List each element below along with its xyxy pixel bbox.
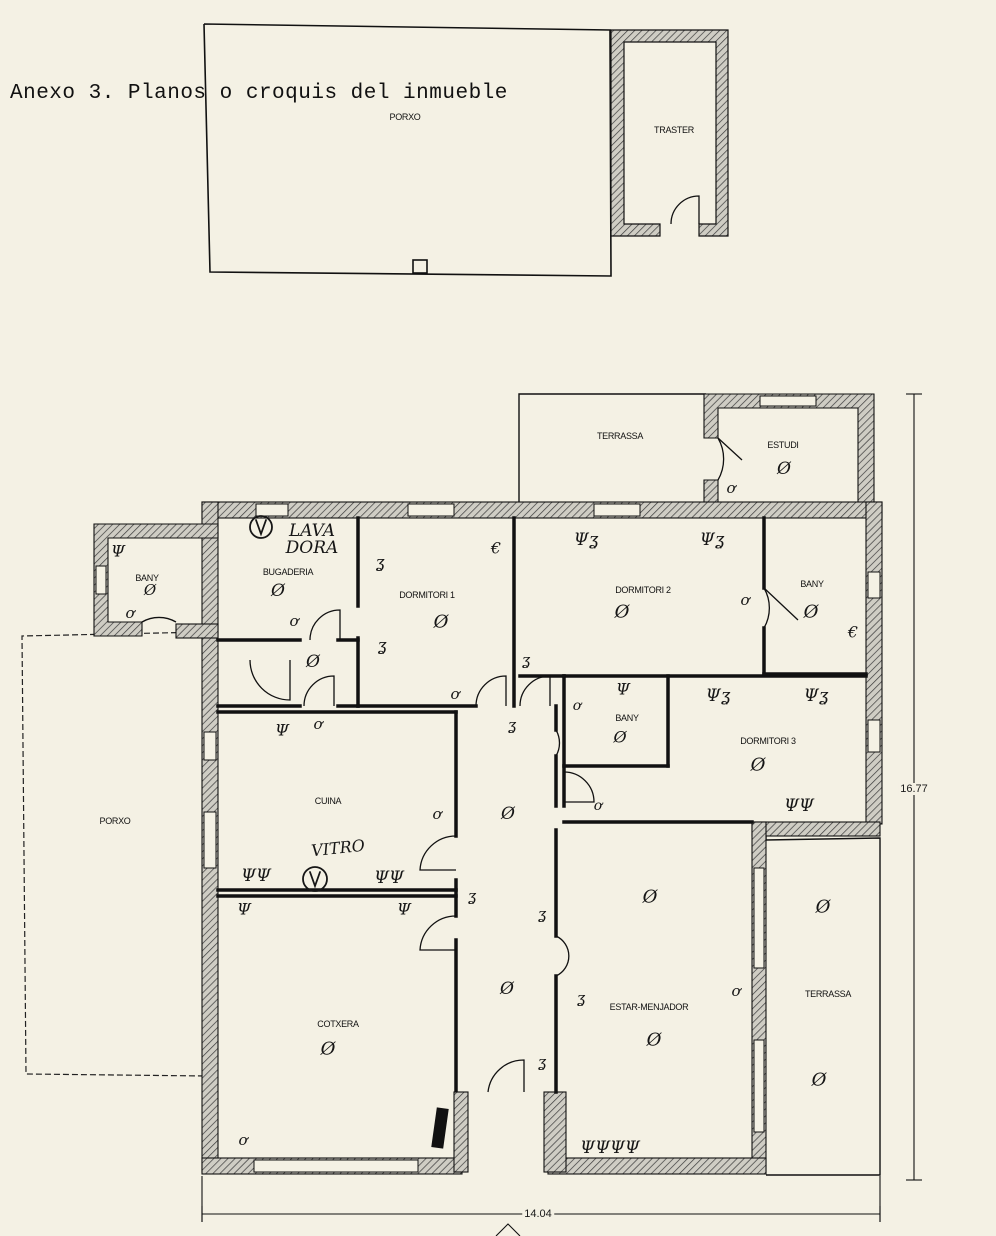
water-point-icon: ΨΨ (241, 866, 271, 886)
label-bany-right: BANY (800, 579, 824, 589)
porch-top-outline (203, 23, 612, 277)
label-bany-left: BANY (135, 573, 159, 583)
socket-mark-icon: ơ (289, 612, 299, 630)
socket-mark-icon: € (847, 622, 859, 642)
light-point-icon: Ø (306, 652, 320, 672)
water-point-icon: Ψ (110, 541, 126, 561)
socket-mark-icon: ʓ (537, 905, 547, 923)
water-point-icon: Ψ (274, 720, 290, 740)
socket-mark-icon: ơ (125, 604, 135, 622)
annotation-lavadora: LAVA DORA (285, 521, 339, 558)
door-swings (141, 437, 799, 1093)
water-point-icon: ΨΨΨΨ (580, 1138, 640, 1158)
terrace-right-outline (765, 826, 881, 1176)
water-point-icon: Ψʓ (705, 686, 731, 706)
label-cuina: CUINA (314, 796, 342, 806)
terrace-top-outline (518, 393, 706, 502)
light-point-icon: Ø (750, 754, 766, 776)
water-point-icon: Ψ (615, 679, 631, 699)
socket-mark-icon: ơ (731, 982, 741, 1000)
water-point-icon: Ψʓ (803, 686, 829, 706)
label-estar-menjador: ESTAR-MENJADOR (609, 1002, 689, 1012)
socket-mark-icon: ʓ (467, 887, 477, 905)
light-point-icon: Ø (803, 601, 819, 623)
label-terrassa-top: TERRASSA (596, 431, 644, 441)
label-bany-center: BANY (615, 713, 639, 723)
dimension-width: 14.04 (522, 1208, 554, 1220)
light-point-icon: Ø (433, 611, 449, 633)
porch-left-outline (21, 631, 207, 1077)
water-point-icon: Ψ (396, 899, 412, 919)
socket-mark-icon: ʓ (507, 716, 517, 734)
water-point-icon: ΨΨ (374, 868, 404, 888)
handwritten-symbols (249, 515, 328, 892)
label-dormitori-1: DORMITORI 1 (399, 590, 455, 600)
label-porxo-top: PORXO (389, 112, 421, 122)
windows (95, 395, 881, 1173)
socket-mark-icon: ʓ (375, 552, 385, 572)
water-point-icon: Ψʓ (573, 530, 599, 550)
light-point-icon: Ø (614, 601, 630, 623)
light-point-icon: Ø (500, 979, 514, 999)
light-point-icon: Ø (811, 1069, 827, 1091)
socket-mark-icon: € (490, 538, 502, 558)
label-traster: TRASTER (654, 125, 694, 135)
socket-mark-icon: ơ (726, 479, 736, 497)
storage-room-walls (610, 29, 729, 237)
socket-mark-icon: ʓ (537, 1053, 547, 1071)
light-point-icon: Ø (642, 886, 658, 908)
socket-mark-icon: ơ (432, 805, 442, 823)
entry-appliance (431, 1107, 449, 1149)
dimension-height: 16.77 (898, 783, 930, 795)
socket-mark-icon: ʓ (377, 635, 387, 655)
label-dormitori-3: DORMITORI 3 (740, 736, 796, 746)
socket-mark-icon: ơ (572, 698, 582, 714)
water-point-icon: Ψ (236, 899, 252, 919)
water-point-icon: ΨΨ (784, 796, 814, 816)
light-point-icon: Ø (143, 581, 157, 599)
label-bugaderia: BUGADERIA (262, 567, 314, 577)
light-point-icon: Ø (501, 804, 515, 824)
light-point-icon: Ø (646, 1029, 662, 1051)
label-porxo-left: PORXO (99, 816, 131, 826)
water-point-icon: Ψʓ (699, 530, 725, 550)
label-estudi: ESTUDI (767, 440, 799, 450)
light-point-icon: Ø (777, 459, 791, 479)
socket-mark-icon: ơ (740, 591, 750, 609)
socket-mark-icon: ơ (238, 1131, 248, 1149)
light-point-icon: Ø (815, 896, 831, 918)
light-point-icon: Ø (271, 581, 285, 601)
page-heading: Anexo 3. Planos o croquis del inmueble (10, 82, 508, 105)
label-cotxera: COTXERA (317, 1019, 359, 1029)
socket-mark-icon: ʓ (521, 651, 531, 669)
socket-mark-icon: ơ (450, 685, 460, 703)
socket-mark-icon: ʓ (576, 989, 586, 1007)
light-point-icon: Ø (613, 727, 627, 747)
interior-walls (216, 516, 868, 1094)
light-point-icon: Ø (320, 1038, 336, 1060)
label-dormitori-2: DORMITORI 2 (615, 585, 671, 595)
label-terrassa-right: TERRASSA (804, 989, 852, 999)
socket-mark-icon: ơ (593, 798, 603, 814)
socket-mark-icon: ơ (313, 715, 323, 733)
